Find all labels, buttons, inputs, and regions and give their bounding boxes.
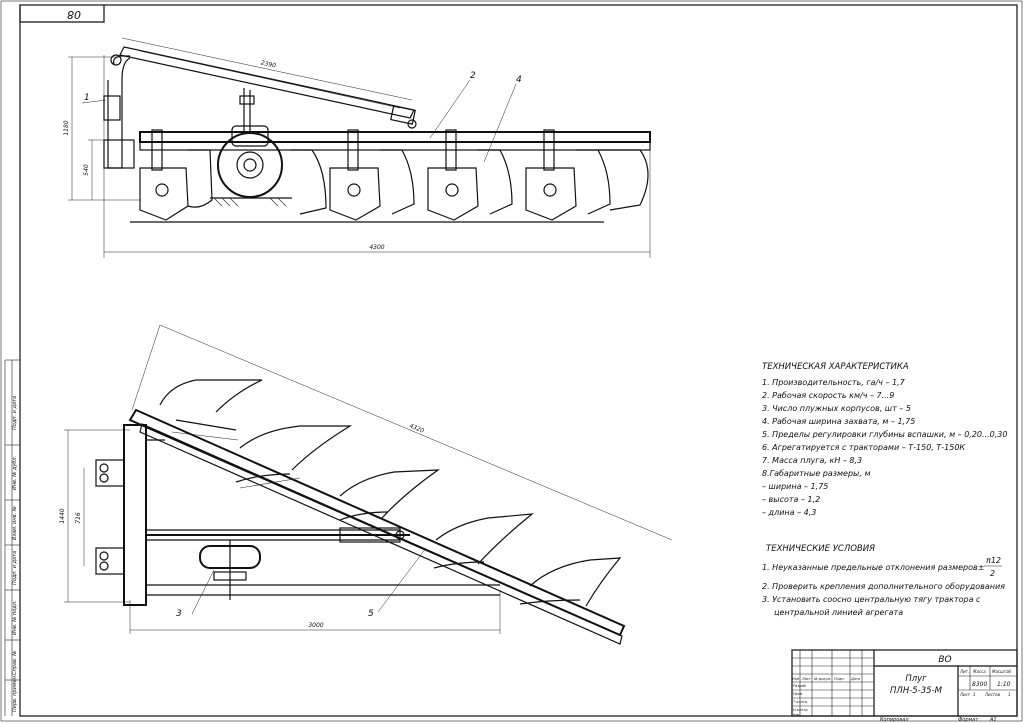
strip-label-4: Подп. и дата: [12, 551, 18, 585]
tech-spec-line-8: 8.Габаритные размеры, м: [762, 469, 870, 478]
sheet-label: Лист: [959, 692, 971, 697]
tech-spec-line-4: 4. Рабочая ширина захвата, м – 1,75: [762, 417, 915, 426]
sheets-label: Листов: [984, 692, 1001, 697]
plan-plow-2: [235, 425, 353, 489]
tech-spec: ТЕХНИЧЕСКАЯ ХАРАКТЕРИСТИКА 1. Производит…: [762, 362, 1007, 517]
strip-label-2: Инв. № дубл.: [12, 456, 18, 490]
main-beam: [139, 131, 651, 143]
scale-value: 1:10: [997, 681, 1011, 688]
role-4: Н.контр.: [793, 708, 809, 712]
tech-conditions-line-3: 3. Установить соосно центральную тягу тр…: [762, 595, 981, 604]
callout-1: 1: [84, 93, 90, 103]
tech-conditions-line-3-cont: центральной линией агрегата: [774, 608, 903, 617]
callout-4: 4: [516, 75, 522, 85]
dim-overall-width: 1440: [59, 508, 66, 523]
title-block: Изм Лист № докум. Подп. Дата Разраб. Про…: [791, 649, 1018, 723]
rev-col-5: Дата: [850, 677, 860, 681]
mass-value: 8300: [972, 681, 987, 688]
top-stamp-code: 08: [67, 8, 81, 21]
plow-body-2: [290, 129, 415, 221]
col-lit: Лит.: [959, 669, 969, 674]
tolerance-denominator: 2: [990, 569, 995, 578]
tech-spec-title: ТЕХНИЧЕСКАЯ ХАРАКТЕРИСТИКА: [762, 362, 909, 372]
dim-overall-height: 1180: [63, 120, 70, 135]
dim-tie-rod: 2390: [260, 60, 277, 70]
rev-col-2: Лист: [801, 677, 812, 681]
role-1: Разраб.: [793, 684, 807, 688]
role-2: Пров.: [793, 692, 803, 696]
tech-conditions-title: ТЕХНИЧЕСКИЕ УСЛОВИЯ: [766, 544, 875, 554]
top-stamp: 08: [19, 5, 105, 23]
format-value: А1: [989, 717, 997, 723]
sheet-frame: [19, 4, 1018, 717]
role-5: Утв.: [793, 713, 800, 717]
title-name-2: ПЛН-5-35-М: [890, 686, 943, 696]
dim-frame-length: 3000: [308, 622, 323, 629]
tech-spec-line-9: – ширина – 1,75: [762, 482, 828, 491]
tech-conditions-line-1: 1. Неуказанные предельные отклонения раз…: [762, 563, 984, 572]
plow-body-4: [525, 129, 611, 221]
strip-label-7: Перв. примен.: [12, 674, 18, 712]
tech-conditions: ТЕХНИЧЕСКИЕ УСЛОВИЯ 1. Неуказанные преде…: [762, 544, 1005, 617]
tech-conditions-line-2: 2. Проверить крепления дополнительного о…: [762, 582, 1005, 591]
role-3: Т.контр.: [793, 700, 808, 704]
tech-spec-line-10: – высота – 1,2: [762, 495, 820, 504]
callout-2: 2: [470, 71, 476, 81]
sheets-number: 1: [1008, 692, 1011, 697]
plow-body-1: [139, 129, 213, 221]
format-label: Формат: [958, 717, 979, 723]
tech-spec-line-11: – длина – 4,3: [762, 508, 816, 517]
tech-spec-line-7: 7. Масса плуга, кН – 8,3: [762, 456, 862, 465]
plan-plow-5: [519, 557, 622, 607]
dim-overall-length: 4300: [369, 244, 384, 251]
tech-spec-line-1: 1. Производительность, га/ч – 1,7: [762, 378, 906, 387]
rev-col-1: Изм: [792, 677, 799, 681]
rev-col-4: Подп.: [834, 677, 845, 681]
col-scale: Масштаб: [992, 669, 1012, 674]
callout-3: 3: [176, 609, 182, 619]
side-view: 4300 1180 540 2390: [63, 37, 651, 258]
title-code: ВО: [938, 655, 951, 665]
plan-plow-3: [339, 469, 441, 521]
strip-label-3: Взам. инв. №: [12, 506, 18, 540]
tech-spec-line-3: 3. Число плужных корпусов, шт – 5: [762, 404, 911, 413]
plan-view: 4320 1440 716 3000: [59, 324, 673, 645]
dim-frame-height: 540: [83, 164, 90, 176]
rev-col-3: № докум.: [813, 677, 831, 681]
tech-spec-line-2: 2. Рабочая скорость км/ч – 7...9: [762, 391, 894, 400]
plan-plow-4: [433, 513, 534, 569]
callout-5: 5: [368, 609, 374, 619]
sheet-number: 1: [973, 692, 976, 697]
side-strip: Подп. и дата Инв. № дубл. Взам. инв. № П…: [4, 359, 20, 716]
strip-label-6: Справ. №: [12, 651, 18, 675]
tech-spec-line-6: 6. Агрегатируется с тракторами – Т-150, …: [762, 443, 965, 452]
tolerance-numerator: π12: [986, 556, 1001, 565]
col-mass: Масса: [973, 669, 986, 674]
dim-hitch-width: 716: [75, 512, 82, 524]
strip-label-5: Инв. № подл.: [12, 601, 18, 636]
plow-body-3: [427, 129, 513, 221]
copied-label: Копировал: [880, 717, 909, 723]
plan-plow-1: [159, 379, 263, 441]
tech-spec-line-5: 5. Пределы регулировки глубины вспашки, …: [762, 430, 1007, 439]
title-name-1: Плуг: [905, 674, 927, 684]
strip-label-1: Подп. и дата: [12, 396, 18, 430]
